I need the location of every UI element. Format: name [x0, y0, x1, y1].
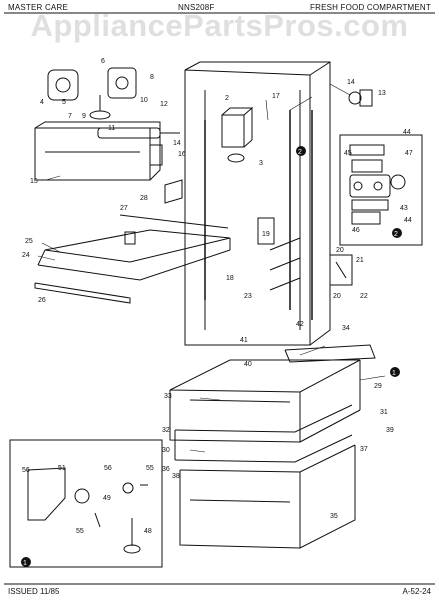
- callout-45: 45: [344, 150, 352, 157]
- callout-24: 24: [22, 252, 30, 259]
- callout-3: 3: [259, 160, 263, 167]
- callout-13: 13: [378, 90, 386, 97]
- callout-31: 31: [380, 409, 388, 416]
- marker-label-2a: 2: [298, 149, 302, 156]
- control-knob: [227, 153, 245, 163]
- callout-20b: 20: [333, 293, 341, 300]
- hinge-bracket: [329, 254, 353, 286]
- callout-38: 38: [172, 473, 180, 480]
- control-panel: [34, 121, 163, 181]
- callout-22: 22: [360, 293, 368, 300]
- bulb-socket: [348, 89, 373, 107]
- callout-39: 39: [386, 427, 394, 434]
- marker-label-1b: 1: [23, 560, 27, 567]
- marker-ref-1-inset: [21, 557, 31, 567]
- callout-14: 14: [347, 79, 355, 86]
- reference-markers: [21, 146, 402, 567]
- callout-23: 23: [244, 293, 252, 300]
- callout-56a: 56: [22, 467, 30, 474]
- inset-detail-leveler: [9, 439, 163, 568]
- shelf-supports: [257, 217, 301, 291]
- marker-labels: 2 2 1 1: [23, 149, 398, 567]
- callout-51: 51: [58, 465, 66, 472]
- shelf-trim: [34, 282, 131, 304]
- callout-6: 6: [101, 58, 105, 65]
- callout-28: 28: [140, 195, 148, 202]
- header-brand: MASTER CARE: [8, 3, 68, 12]
- crisper-pan-upper: [169, 359, 361, 443]
- marker-label-1a: 1: [392, 370, 396, 377]
- callout-17: 17: [272, 93, 280, 100]
- callout-20a: 20: [336, 247, 344, 254]
- callout-27: 27: [120, 205, 128, 212]
- callout-42: 42: [296, 321, 304, 328]
- callout-41: 41: [240, 337, 248, 344]
- light-assembly: [47, 67, 137, 120]
- callout-11: 11: [108, 125, 115, 132]
- marker-label-2b: 2: [394, 231, 398, 238]
- callout-35: 35: [330, 513, 338, 520]
- callout-44a: 44: [403, 129, 411, 136]
- callout-44b: 44: [404, 217, 412, 224]
- callout-47: 47: [405, 150, 413, 157]
- shelf-rails: [204, 110, 313, 320]
- marker-ref-2-inset: [392, 228, 402, 238]
- callout-48: 48: [144, 528, 152, 535]
- callout-12: 12: [160, 101, 168, 108]
- control-housing: [221, 107, 254, 148]
- callout-56b: 56: [104, 465, 112, 472]
- callout-26: 26: [38, 297, 46, 304]
- callout-19: 19: [262, 231, 270, 238]
- marker-ref-2-upper: [296, 146, 306, 156]
- shelf-upper: [37, 214, 231, 281]
- cabinet-liner: [184, 61, 331, 346]
- callout-32: 32: [162, 427, 170, 434]
- callout-5: 5: [62, 99, 66, 106]
- callout-15: 15: [30, 178, 38, 185]
- callout-49: 49: [103, 495, 111, 502]
- header-model: NNS208F: [178, 3, 215, 12]
- watermark: AppliancePartsPros.com: [30, 8, 409, 43]
- callout-10: 10: [140, 97, 148, 104]
- callout-14a: 14: [173, 140, 181, 147]
- header-section-title: FRESH FOOD COMPARTMENT: [310, 3, 431, 12]
- callout-40: 40: [244, 361, 252, 368]
- callout-55b: 55: [76, 528, 84, 535]
- callout-36: 36: [162, 466, 170, 473]
- callout-46: 46: [352, 227, 360, 234]
- switch-bracket: [164, 179, 183, 204]
- callout-9: 9: [82, 113, 86, 120]
- footer-issue-date: ISSUED 11/85: [8, 587, 60, 596]
- callout-30: 30: [162, 447, 170, 454]
- callout-18: 18: [226, 275, 234, 282]
- callout-37: 37: [360, 446, 368, 453]
- callout-16: 16: [178, 151, 186, 158]
- callout-55a: 55: [146, 465, 154, 472]
- callout-29: 29: [374, 383, 382, 390]
- inset-detail-hinge: [339, 134, 423, 246]
- callout-25: 25: [25, 238, 33, 245]
- callout-34: 34: [342, 325, 350, 332]
- callout-leaders: [37, 83, 386, 453]
- callout-21: 21: [356, 257, 364, 264]
- callout-7: 7: [68, 113, 72, 120]
- crisper-pan-lower: [179, 444, 356, 549]
- callout-8: 8: [150, 74, 154, 81]
- callout-33: 33: [164, 393, 172, 400]
- callout-2: 2: [225, 95, 229, 102]
- callout-labels: 6 8 4 5 7 9 10 11 12 14 16 15 2 3 17 14 …: [22, 58, 413, 535]
- crisper-pan-middle: [174, 404, 353, 463]
- callout-4: 4: [40, 99, 44, 106]
- footer-page-code: A-52-24: [402, 587, 431, 596]
- callout-43: 43: [400, 205, 408, 212]
- marker-ref-1-right: [390, 367, 400, 377]
- crisper-cover: [284, 344, 376, 363]
